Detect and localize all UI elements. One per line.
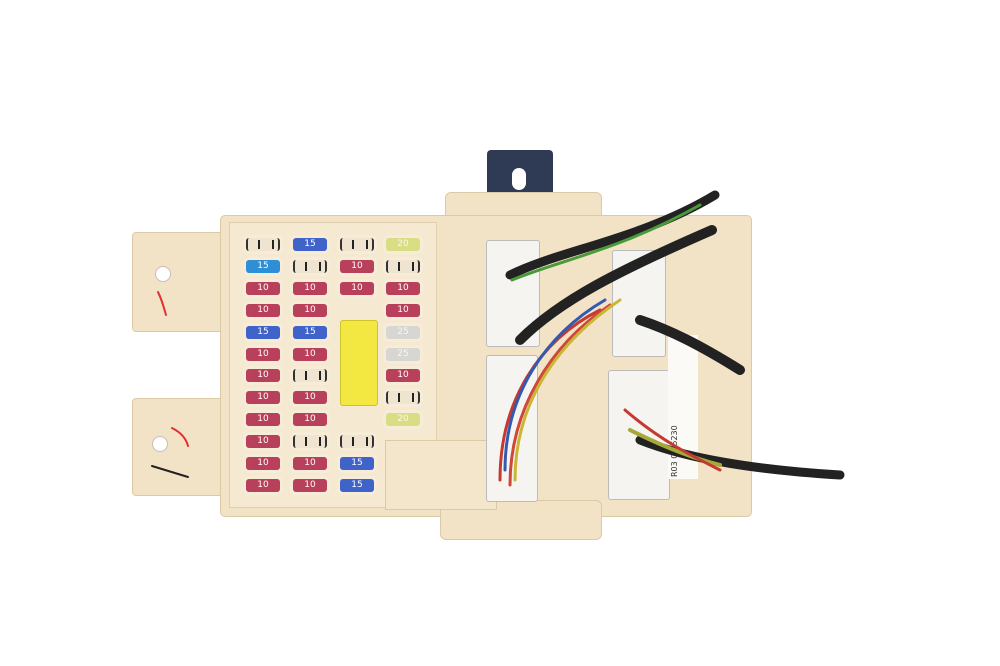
red-fuse: 10: [340, 259, 374, 273]
red-fuse: 10: [340, 281, 374, 295]
red-fuse: 10: [246, 478, 280, 492]
empty-fuse-slot: [293, 435, 327, 449]
mounting-hole: [152, 436, 168, 452]
cover-plate: [385, 440, 497, 510]
connector-2: [486, 355, 538, 502]
yellow-fuse: 20: [386, 238, 420, 251]
red-fuse: 10: [246, 391, 280, 405]
white-fuse: 25: [386, 325, 420, 339]
cyan-fuse: 15: [246, 259, 280, 273]
red-fuse: 10: [246, 457, 280, 470]
wire-yellow-green: [628, 428, 722, 467]
marker-stroke: [157, 291, 167, 316]
wire-bundle-right: [635, 315, 745, 375]
red-fuse: 10: [293, 391, 327, 405]
mounting-hole: [155, 266, 171, 282]
red-fuse: 10: [293, 457, 327, 470]
red-fuse: 10: [386, 281, 420, 295]
wire-yellow: [513, 298, 622, 482]
red-fuse: 10: [293, 347, 327, 361]
blue-fuse: 15: [246, 325, 280, 339]
red-fuse: 10: [386, 303, 420, 317]
red-fuse: 10: [246, 303, 280, 317]
bracket-hole: [512, 168, 526, 190]
wire-bundle-middle: [515, 225, 717, 345]
marker-stroke: [151, 465, 189, 478]
red-fuse: 10: [293, 303, 327, 317]
empty-fuse-slot: [340, 435, 374, 449]
red-fuse: 10: [293, 281, 327, 295]
red-fuse: 10: [246, 347, 280, 361]
mounting-tab-upper: [132, 232, 229, 332]
wire-green: [510, 203, 702, 282]
empty-fuse-slot: [293, 369, 327, 383]
red-fuse: 10: [246, 435, 280, 449]
empty-fuse-slot: [386, 259, 420, 273]
mounting-tab-lower: [132, 398, 229, 496]
wire-red: [508, 303, 612, 487]
yellow-fuse: 20: [386, 413, 420, 427]
white-fuse: 25: [386, 347, 420, 361]
red-fuse: 10: [246, 369, 280, 383]
wire-red: [623, 408, 722, 472]
wire-bundle-top: [505, 190, 720, 280]
marker-stroke: [171, 427, 189, 447]
empty-fuse-slot: [386, 391, 420, 405]
empty-fuse-slot: [293, 259, 327, 273]
red-fuse: 10: [293, 413, 327, 427]
red-fuse: 10: [246, 281, 280, 295]
relay: [340, 320, 378, 406]
empty-fuse-slot: [246, 238, 280, 251]
empty-fuse-slot: [340, 238, 374, 251]
blue-fuse: 15: [293, 325, 327, 339]
red-fuse: 10: [386, 369, 420, 383]
wire-red: [498, 308, 602, 482]
wire-blue: [503, 298, 607, 472]
blue-fuse: 15: [293, 238, 327, 251]
wire-bundle-lower: [635, 435, 845, 480]
blue-fuse: 15: [340, 457, 374, 470]
red-fuse: 10: [246, 413, 280, 427]
blue-fuse: 15: [340, 478, 374, 492]
red-fuse: 10: [293, 478, 327, 492]
